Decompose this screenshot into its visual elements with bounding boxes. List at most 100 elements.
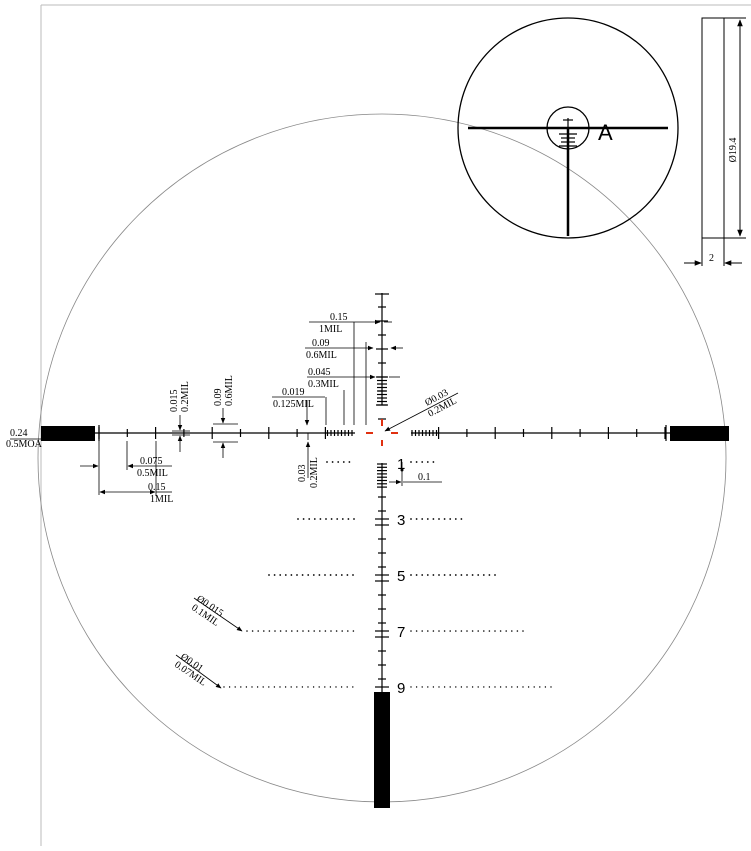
holdover-dot — [246, 630, 248, 632]
holdover-dot — [335, 630, 338, 632]
holdover-dot — [421, 686, 423, 688]
holdover-dot — [307, 630, 310, 632]
holdover-dot — [471, 574, 474, 576]
svg-text:0.125MIL: 0.125MIL — [273, 399, 314, 410]
stadia-number-1: 1 — [397, 456, 405, 473]
dim-center-dot: Ø0.03 0.2MIL — [384, 387, 459, 432]
holdover-dot — [347, 518, 350, 520]
svg-text:0.075: 0.075 — [140, 456, 163, 467]
holdover-dot — [329, 574, 332, 576]
holdover-dot — [443, 686, 446, 688]
holdover-dot — [432, 686, 435, 688]
holdover-dot — [438, 574, 440, 576]
horizontal-tick-marks — [98, 427, 666, 439]
holdover-dot — [245, 686, 248, 688]
holdover-dot — [346, 686, 348, 688]
holdover-dot — [494, 630, 496, 632]
holdover-dot — [273, 686, 276, 688]
holdover-dot — [522, 686, 524, 688]
holdover-dot — [511, 686, 513, 688]
dim-top-0045: 0.045 0.3MIL — [307, 367, 400, 390]
holdover-dot — [516, 630, 519, 632]
holdover-dot — [443, 518, 446, 520]
dim-v-003: 0.03 0.2MIL — [297, 433, 320, 488]
svg-text:0.3MIL: 0.3MIL — [308, 379, 339, 390]
holdover-dot — [544, 686, 547, 688]
holdover-dot — [279, 630, 282, 632]
holdover-dot — [443, 630, 446, 632]
holdover-dot — [251, 686, 253, 688]
holdover-dot — [410, 518, 412, 520]
detail-label: A — [598, 120, 613, 145]
holdover-dot — [240, 686, 242, 688]
holdover-dot — [455, 686, 457, 688]
holdover-dot — [324, 630, 327, 632]
holdover-dot — [449, 630, 452, 632]
holdover-dot — [223, 686, 225, 688]
holdover-dot — [273, 574, 276, 576]
dim-v-0015: 0.015 0.2MIL — [169, 381, 191, 452]
holdover-dot — [454, 518, 457, 520]
detail-a-inset: A — [457, 17, 679, 239]
holdover-dot — [297, 518, 299, 520]
center-aiming-mark — [366, 419, 398, 446]
holdover-dot — [340, 686, 343, 688]
holdover-dot — [421, 461, 424, 463]
svg-text:0.15: 0.15 — [148, 482, 166, 493]
holdover-dot — [426, 574, 429, 576]
holdover-dot — [455, 630, 457, 632]
holdover-dot — [432, 518, 435, 520]
holdover-dot — [346, 574, 349, 576]
holdover-dot — [426, 461, 429, 463]
holdover-dot — [432, 574, 435, 576]
holdover-dot — [352, 574, 354, 576]
horizontal-crosshair — [95, 425, 670, 441]
holdover-dot — [307, 686, 309, 688]
holdover-dot — [539, 686, 541, 688]
holdover-dot — [516, 686, 519, 688]
holdover-dot — [410, 574, 412, 576]
holdover-dot — [329, 686, 332, 688]
holdover-dot — [335, 574, 338, 576]
holdover-dot — [449, 574, 452, 576]
holdover-dot — [318, 686, 320, 688]
stadia-number-3: 3 — [397, 512, 405, 529]
stadia-number-7: 7 — [397, 624, 405, 641]
holdover-dot — [347, 630, 349, 632]
holdover-dot — [477, 630, 480, 632]
holdover-dot — [477, 686, 479, 688]
holdover-dot — [427, 686, 429, 688]
vertical-tick-marks — [375, 306, 389, 688]
holdover-dot — [482, 574, 485, 576]
dim-dot-001: Ø0.01 0.07MIL — [172, 651, 222, 689]
holdover-dot — [499, 686, 502, 688]
holdover-dot — [251, 630, 254, 632]
dim-top-0019: 0.019 0.125MIL — [272, 387, 345, 426]
holdover-dot — [488, 686, 491, 688]
holdover-dot — [460, 574, 463, 576]
holdover-dot — [352, 686, 354, 688]
holdover-dot — [483, 686, 485, 688]
svg-text:0.15: 0.15 — [330, 312, 348, 323]
right-post — [670, 426, 729, 441]
tube-width-label: 2 — [709, 253, 714, 264]
holdover-dot — [438, 518, 440, 520]
holdover-dot — [426, 518, 429, 520]
holdover-dot — [284, 686, 287, 688]
holdover-dot — [330, 518, 333, 520]
holdover-dot — [256, 686, 259, 688]
holdover-dot — [415, 686, 418, 688]
bottom-post — [374, 692, 390, 808]
svg-text:0.5MOA: 0.5MOA — [6, 439, 43, 450]
holdover-dot — [466, 630, 468, 632]
holdover-dot — [342, 461, 345, 463]
holdover-dot — [352, 630, 355, 632]
holdover-dot — [263, 630, 265, 632]
holdover-dot — [291, 630, 293, 632]
holdover-dot — [410, 686, 412, 688]
holdover-dot — [494, 574, 496, 576]
vertical-crosshair — [375, 293, 389, 692]
holdover-dot — [527, 686, 530, 688]
holdover-dot — [432, 630, 435, 632]
dim-left-post: 0.24 0.5MOA — [6, 428, 43, 450]
